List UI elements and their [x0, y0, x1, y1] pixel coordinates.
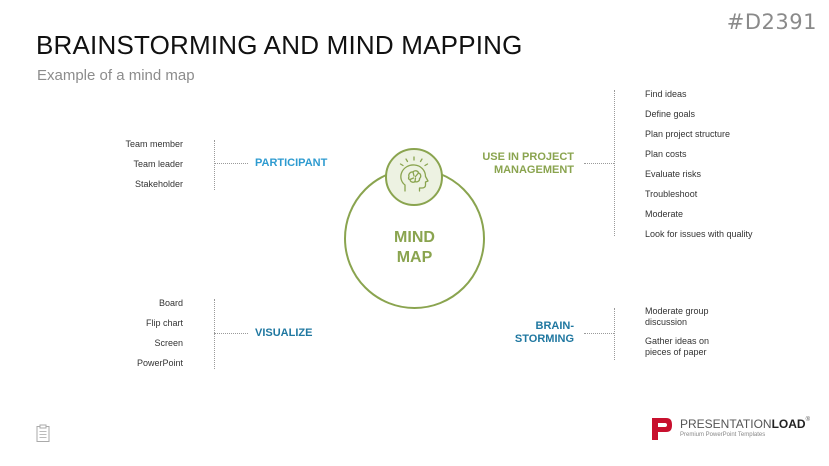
visualize-connector: [214, 333, 248, 334]
brainstorming-list: Moderate group discussion Gather ideas o…: [645, 306, 709, 358]
mind-map-label: MIND MAP: [394, 229, 435, 266]
visualize-label: VISUALIZE: [255, 327, 313, 339]
brainstorming-bracket: [614, 308, 615, 360]
clipboard-icon: [36, 424, 50, 447]
list-item: Find ideas: [645, 89, 687, 99]
brand-tagline: Premium PowerPoint Templates: [680, 432, 766, 438]
participant-label: PARTICIPANT: [255, 157, 328, 169]
participant-list: Team member Team leader Stakeholder: [125, 134, 183, 194]
list-item: Evaluate risks: [645, 169, 702, 179]
participant-bracket: [214, 140, 215, 190]
list-item: Plan costs: [645, 149, 687, 159]
list-item: Plan project structure: [645, 129, 731, 139]
list-item: PowerPoint: [136, 358, 183, 368]
list-item: Team member: [125, 139, 183, 149]
list-item: Stakeholder: [134, 179, 183, 189]
list-item: discussion: [645, 317, 688, 327]
project-connector: [584, 163, 614, 164]
participant-connector: [214, 163, 248, 164]
list-item: Team leader: [133, 159, 183, 169]
visualize-list: Board Flip chart Screen PowerPoint: [137, 293, 183, 373]
list-item: Moderate: [645, 209, 684, 219]
list-item: Board: [158, 298, 183, 308]
slide-id: #D2391: [726, 10, 817, 34]
list-item: Troubleshoot: [645, 189, 698, 199]
list-item: Define goals: [645, 109, 696, 119]
brainstorming-connector: [584, 333, 614, 334]
list-item: Look for issues with quality: [645, 229, 753, 239]
list-item: Flip chart: [145, 318, 183, 328]
list-item: Moderate group: [645, 306, 709, 316]
list-item: pieces of paper: [645, 347, 707, 357]
brand-name: PRESENTATIONLOAD®: [680, 417, 810, 431]
brainstorming-label: BRAIN- STORMING: [514, 320, 574, 345]
presentationload-logo-icon: [650, 416, 674, 447]
page-title: BRAINSTORMING AND MIND MAPPING: [36, 30, 523, 60]
project-bracket: [614, 90, 615, 236]
page-subtitle: Example of a mind map: [37, 67, 195, 84]
list-item: Gather ideas on: [645, 336, 710, 346]
visualize-bracket: [214, 299, 215, 369]
project-list: Find ideas Define goals Plan project str…: [645, 84, 753, 244]
list-item: Screen: [154, 338, 183, 348]
project-label: USE IN PROJECT MANAGEMENT: [482, 151, 574, 176]
head-brain-icon: [385, 148, 443, 206]
